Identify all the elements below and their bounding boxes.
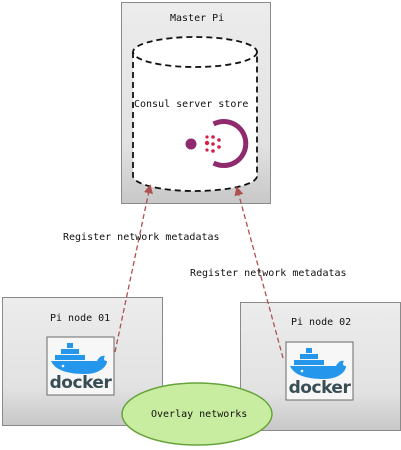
consul-store-cylinder xyxy=(132,36,258,192)
consul-store-label: Consul server store xyxy=(134,99,249,110)
consul-logo-icon xyxy=(185,119,249,168)
arrow-node01-to-master xyxy=(114,184,153,353)
master-pi-title: Master Pi xyxy=(170,13,225,24)
docker-logo-node02-icon xyxy=(285,341,354,401)
docker-text-node01: docker xyxy=(49,373,112,393)
docker-text-node02: docker xyxy=(288,378,351,398)
pi-node-01-title: Pi node 01 xyxy=(50,313,111,324)
docker-logo-node01-icon xyxy=(46,336,115,396)
edge-label-node01: Register network metadatas xyxy=(63,232,220,243)
edge-label-node02: Register network metadatas xyxy=(190,268,347,279)
arrow-node02-to-master xyxy=(234,186,284,359)
overlay-networks-label: Overlay networks xyxy=(151,409,248,420)
pi-node-02-title: Pi node 02 xyxy=(291,317,352,328)
overlay-networks-ellipse xyxy=(121,382,273,446)
